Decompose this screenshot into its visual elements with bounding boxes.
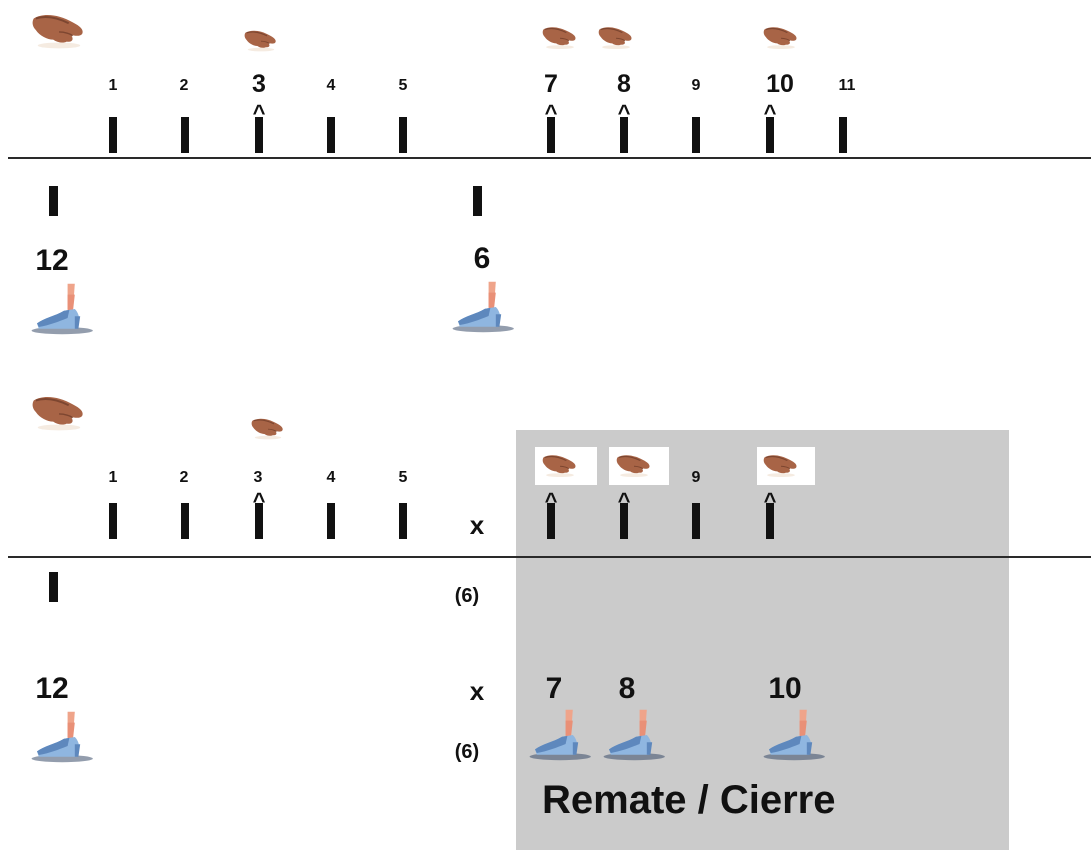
top-baseline [8, 157, 1091, 159]
beat-bar [109, 117, 117, 153]
clapping-hand-icon [243, 28, 279, 52]
heeled-shoe-icon [600, 708, 672, 762]
beat-number: 4 [326, 469, 336, 486]
foot-beat-bar [49, 186, 58, 216]
beat-bar [692, 503, 700, 539]
beat-number-accent: 3 [252, 70, 266, 98]
foot-beat-number: 8 [618, 672, 636, 705]
beat-number: 9 [691, 77, 701, 94]
beat-number: 1 [108, 469, 118, 486]
beat-bar [399, 503, 407, 539]
beat-bar [547, 117, 555, 153]
beat-number-accent: 8 [617, 70, 631, 98]
heeled-shoe-icon [760, 708, 832, 762]
bottom-baseline [8, 556, 1091, 558]
foot-beat-number: 12 [35, 244, 69, 277]
beat-bar [620, 117, 628, 153]
x-mark: x [469, 676, 485, 706]
beat-number: 9 [691, 469, 701, 486]
beat-number: 2 [179, 77, 189, 94]
clapping-hand-icon [762, 452, 800, 478]
beat-bar [399, 117, 407, 153]
beat-bar [766, 503, 774, 539]
beat-number: 5 [398, 77, 408, 94]
remate-caption: Remate / Cierre [542, 778, 836, 822]
beat-bar [327, 503, 335, 539]
beat-bar [109, 503, 117, 539]
beat-number: 4 [326, 77, 336, 94]
beat-bar [620, 503, 628, 539]
beat-bar [766, 117, 774, 153]
beat-number: 11 [838, 77, 856, 94]
beat-number: 3 [253, 469, 263, 486]
foot-beat-bar [49, 572, 58, 602]
clapping-hand-icon [597, 24, 635, 50]
heeled-shoe-icon [28, 710, 100, 764]
foot-beat-number: 12 [35, 672, 69, 705]
foot-beat-bar [473, 186, 482, 216]
remate-shaded-region [516, 430, 1009, 850]
beat-number: 1 [108, 77, 118, 94]
beat-number: 5 [398, 469, 408, 486]
beat-number-accent: 10 [766, 70, 794, 98]
heeled-shoe-icon [526, 708, 598, 762]
foot-beat-number: 6 [473, 242, 491, 275]
parenthetical-beat: (6) [454, 585, 480, 607]
beat-bar [181, 117, 189, 153]
clapping-hand-icon [615, 452, 653, 478]
clapping-hand-icon [762, 24, 800, 50]
foot-beat-number: 10 [768, 672, 802, 705]
clapping-hand-icon [30, 10, 88, 50]
clapping-hand-icon [541, 452, 579, 478]
parenthetical-beat: (6) [454, 741, 480, 763]
beat-number-accent: 7 [544, 70, 558, 98]
heeled-shoe-icon [28, 282, 100, 336]
beat-bar [255, 503, 263, 539]
foot-beat-number: 7 [545, 672, 563, 705]
beat-bar [255, 117, 263, 153]
beat-bar [692, 117, 700, 153]
beat-number: 2 [179, 469, 189, 486]
clapping-hand-icon [30, 392, 88, 432]
beat-bar [839, 117, 847, 153]
x-mark: x [469, 510, 485, 540]
beat-bar [181, 503, 189, 539]
clapping-hand-icon [250, 416, 286, 440]
clapping-hand-icon [541, 24, 579, 50]
beat-bar [327, 117, 335, 153]
heeled-shoe-icon [449, 280, 521, 334]
beat-bar [547, 503, 555, 539]
